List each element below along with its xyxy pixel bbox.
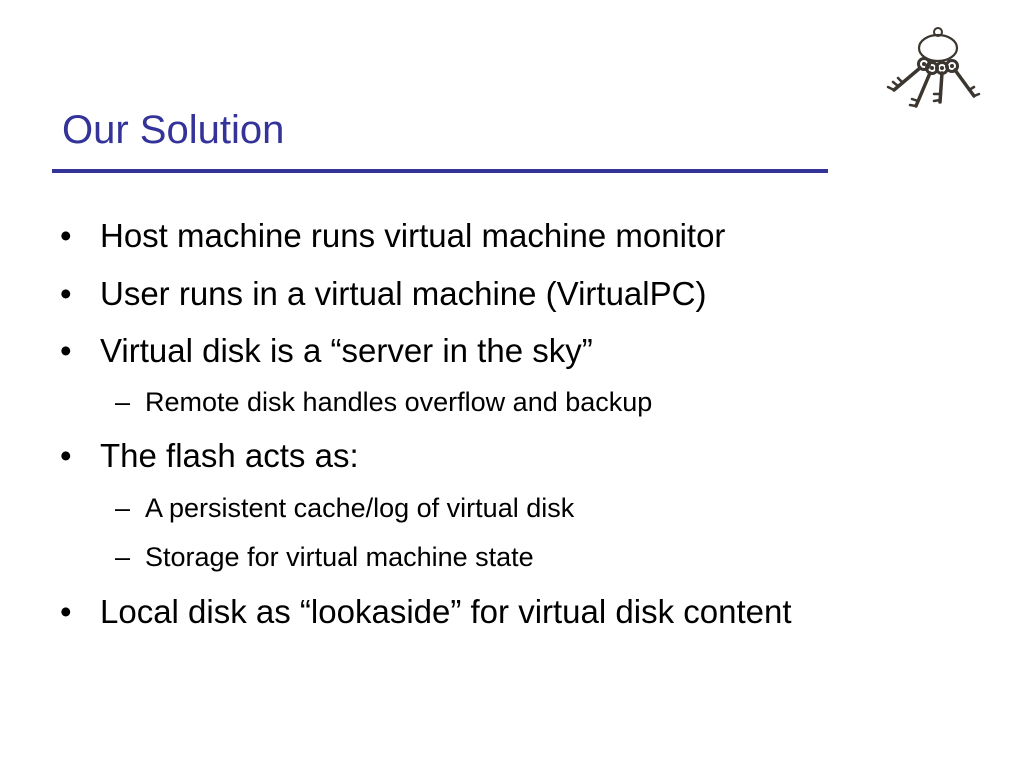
bullet-item: • Host machine runs virtual machine monit… xyxy=(60,216,725,256)
bullet-marker: • xyxy=(60,437,72,474)
bullet-marker: • xyxy=(60,593,72,630)
slide-title: Our Solution xyxy=(62,108,285,152)
bullet-item: • User runs in a virtual machine (Virtual… xyxy=(60,274,706,314)
sub-bullet-text: A persistent cache/log of virtual disk xyxy=(145,493,575,523)
title-underline xyxy=(52,169,828,173)
sub-bullet-text: Remote disk handles overflow and backup xyxy=(145,387,653,417)
sub-bullet-text: Storage for virtual machine state xyxy=(145,542,534,572)
bullet-text: Virtual disk is a “server in the sky” xyxy=(100,332,593,369)
bullet-text: Host machine runs virtual machine monito… xyxy=(100,217,726,254)
bullet-text: The flash acts as: xyxy=(100,437,359,474)
bullet-item: • Virtual disk is a “server in the sky” xyxy=(60,331,593,371)
bullet-text: User runs in a virtual machine (VirtualP… xyxy=(100,275,707,312)
bullet-marker: • xyxy=(60,217,72,254)
bullet-text: Local disk as “lookaside” for virtual di… xyxy=(100,593,792,630)
sub-bullet-item: –Storage for virtual machine state xyxy=(115,541,534,573)
bullet-item: • Local disk as “lookaside” for virtual d… xyxy=(60,592,792,632)
sub-bullet-marker: – xyxy=(115,542,131,572)
key-ring-icon xyxy=(886,27,981,108)
bullet-item: • The flash acts as: xyxy=(60,436,359,476)
bullet-marker: • xyxy=(60,275,72,312)
sub-bullet-marker: – xyxy=(115,493,131,523)
sub-bullet-item: –A persistent cache/log of virtual disk xyxy=(115,492,574,524)
bullet-marker: • xyxy=(60,332,72,369)
sub-bullet-marker: – xyxy=(115,387,131,417)
sub-bullet-item: –Remote disk handles overflow and backup xyxy=(115,386,652,418)
